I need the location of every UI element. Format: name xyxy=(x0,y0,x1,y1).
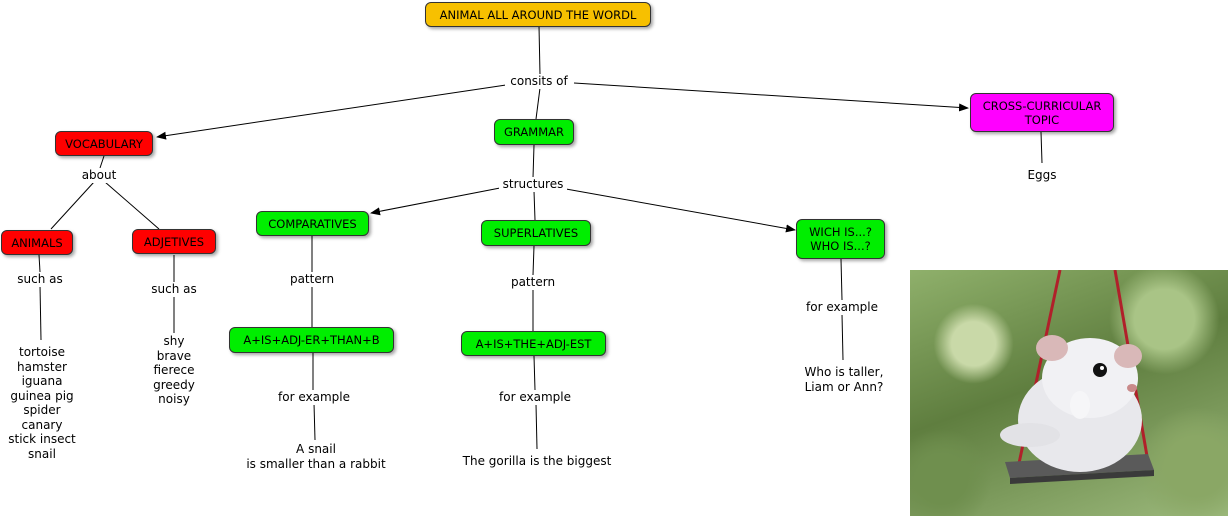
label-such-as-adjetives: such as xyxy=(144,282,204,297)
link-example-wichexample xyxy=(841,313,844,361)
link-suchas-list xyxy=(39,284,42,341)
comparative-example: A snail is smaller than a rabbit xyxy=(240,442,392,471)
link-cross-eggs xyxy=(1040,131,1043,164)
link-grammar-structures xyxy=(532,144,535,179)
label-pattern-superlatives: pattern xyxy=(505,275,561,290)
label-pattern-comparatives: pattern xyxy=(284,272,340,287)
link-consits-vocabulary xyxy=(156,84,507,140)
link-superlatives-pattern xyxy=(532,245,535,276)
animals-list: tortoise hamster iguana guinea pig spide… xyxy=(0,345,84,461)
wich-example: Who is taller, Liam or Ann? xyxy=(796,365,892,394)
link-wich-example xyxy=(840,258,843,301)
link-structures-superlatives xyxy=(533,190,536,221)
label-about: about xyxy=(78,168,120,183)
label-such-as-animals: such as xyxy=(10,272,70,287)
hamster-on-swing-photo xyxy=(910,270,1228,516)
label-consits-of: consits of xyxy=(505,74,573,89)
adjetives-list: shy brave fierece greedy noisy xyxy=(140,334,208,407)
link-animals-suchas xyxy=(38,254,41,273)
cross-curricular-node[interactable]: CROSS-CURRICULAR TOPIC xyxy=(970,93,1114,132)
wich-who-node[interactable]: WICH IS...? WHO IS...? xyxy=(796,219,885,259)
link-consits-grammar xyxy=(535,87,541,120)
hamster-illustration xyxy=(1000,270,1154,484)
link-title-consits xyxy=(538,25,541,76)
vocabulary-node[interactable]: VOCABULARY xyxy=(55,131,153,156)
label-for-example-wich: for example xyxy=(799,300,885,315)
label-for-example-comparatives: for example xyxy=(271,390,357,405)
link-consits-cross xyxy=(573,82,969,112)
link-example-supexample xyxy=(535,403,538,450)
comparatives-node[interactable]: COMPARATIVES xyxy=(256,211,369,236)
animals-node[interactable]: ANIMALS xyxy=(1,230,73,255)
link-vocabulary-about xyxy=(99,155,105,169)
adjetives-node[interactable]: ADJETIVES xyxy=(132,229,216,254)
superlative-example: The gorilla is the biggest xyxy=(456,454,618,469)
link-about-animals xyxy=(50,181,95,230)
eggs-text: Eggs xyxy=(1020,168,1064,183)
label-for-example-superlatives: for example xyxy=(492,390,578,405)
link-about-adjetives xyxy=(104,181,160,230)
grammar-node[interactable]: GRAMMAR xyxy=(494,119,574,145)
link-structures-comparatives xyxy=(370,187,501,216)
superlatives-node[interactable]: SUPERLATIVES xyxy=(481,220,591,246)
title-node[interactable]: ANIMAL ALL AROUND THE WORDL xyxy=(425,2,651,27)
link-structures-wich xyxy=(565,188,796,233)
superlative-pattern-node[interactable]: A+IS+THE+ADJ-EST xyxy=(461,331,606,356)
label-structures: structures xyxy=(499,177,567,192)
link-suppattern-example xyxy=(533,355,536,391)
comparative-pattern-node[interactable]: A+IS+ADJ-ER+THAN+B xyxy=(229,327,394,353)
link-example-compexample xyxy=(313,402,316,441)
